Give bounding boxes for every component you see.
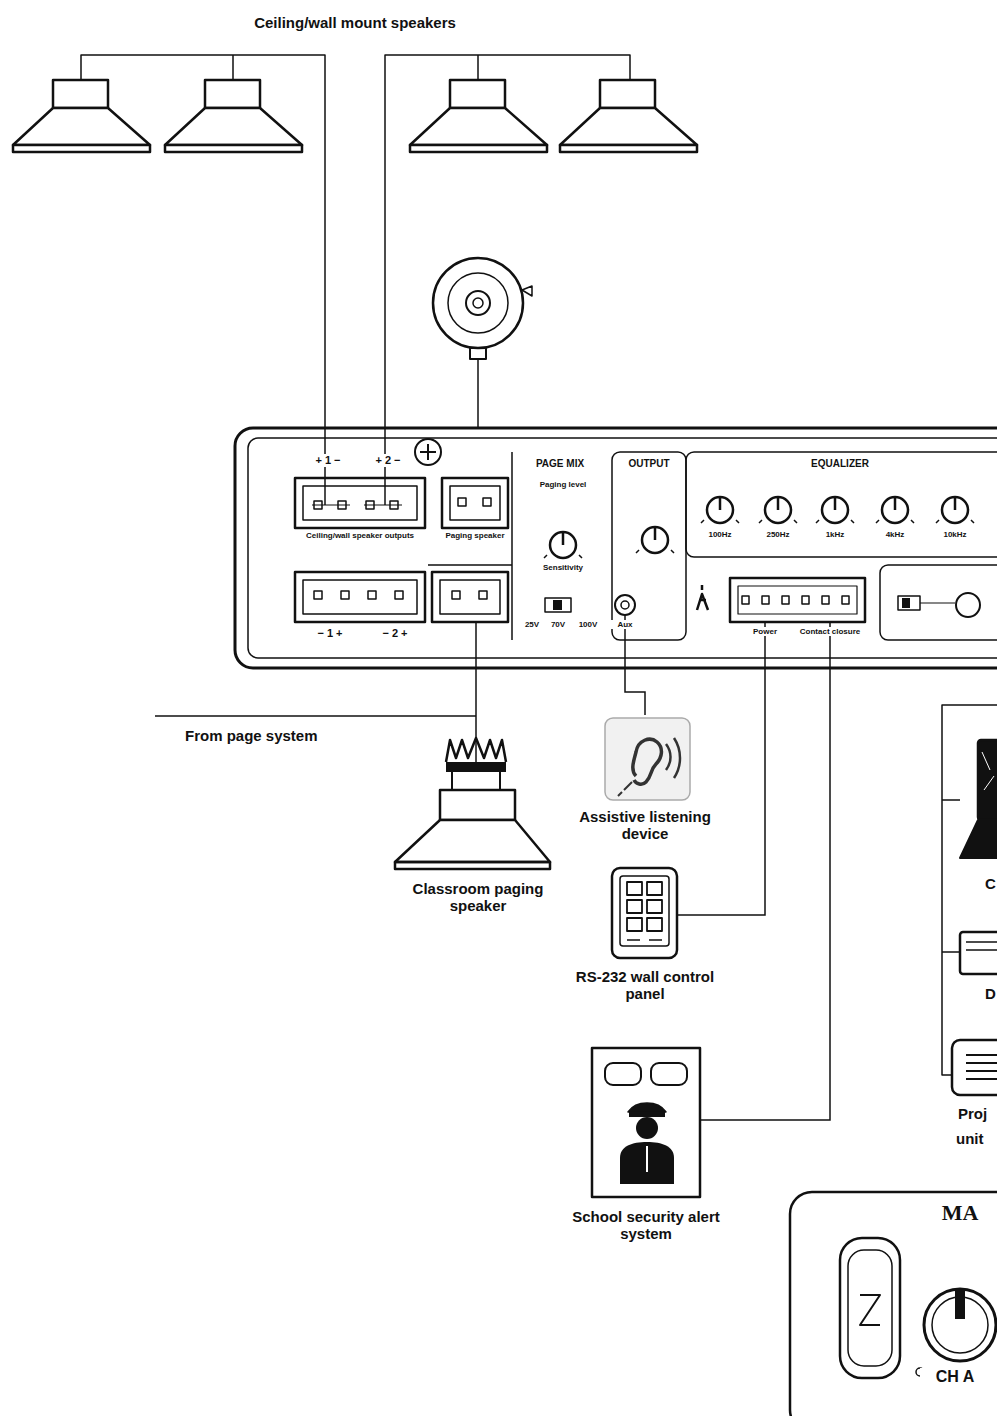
label: unit [956, 1130, 984, 1147]
node-text: + 2 − [366, 454, 410, 467]
front-panel-inset: MA CH A [790, 1192, 997, 1416]
wire-connector [324, 160, 326, 428]
node-text: 250Hz [753, 530, 803, 539]
wire-connector [475, 668, 477, 730]
paging-speaker-icon [395, 730, 550, 869]
node-text: − 2 + [373, 627, 417, 640]
assistive-device: Assistive listening device [570, 715, 720, 847]
security-alert: School security alert system [585, 1045, 709, 1250]
node-text: Aux [610, 620, 640, 629]
node-text: + 1 − [306, 454, 350, 467]
node-text: 100V [575, 620, 601, 629]
wire-connector [384, 160, 386, 428]
node-text: Assistive listening device [570, 808, 720, 843]
av-sources [942, 705, 997, 1095]
node-text: Contact closure [790, 627, 870, 636]
node-text: 1kHz [810, 530, 860, 539]
node-text: − 1 + [308, 627, 352, 640]
ceiling-speakers [13, 55, 697, 160]
node-text: Sensitivity [523, 563, 603, 572]
label: D [985, 985, 996, 1002]
page-system-line [155, 716, 476, 717]
node-text: MA [930, 1200, 990, 1225]
node-text: Power [743, 627, 787, 636]
assistive-icon [605, 718, 690, 800]
node-text: EQUALIZER [780, 458, 900, 470]
front-panel-inset [790, 1192, 997, 1416]
label: Proj [958, 1105, 987, 1122]
node-text: 70V [547, 620, 569, 629]
speaker-group: Ceiling/wall mount speakers [10, 10, 700, 160]
paging-speaker: Classroom paging speaker [380, 730, 576, 920]
node-text: CH A [920, 1368, 990, 1386]
rs232-panel-icon [612, 868, 722, 958]
node-text: RS-232 wall control panel [570, 968, 720, 1003]
wire-connector [722, 668, 765, 915]
node-text: 100Hz [695, 530, 745, 539]
label: C [985, 875, 996, 892]
node-text: Paging speaker [443, 531, 507, 540]
security-icon [592, 1048, 709, 1197]
label: From page system [185, 727, 318, 744]
node-text: Classroom paging speaker [393, 880, 563, 915]
wall-control-panel: RS-232 wall control panel [570, 865, 722, 1015]
node-text: Ceiling/wall speaker outputs [295, 531, 425, 540]
node-text: Paging level [523, 480, 603, 489]
amplifier-panel [235, 428, 997, 668]
node-text: 10kHz [930, 530, 980, 539]
node-text: PAGE MIX [515, 458, 605, 470]
node-text: 25V [521, 620, 543, 629]
node-text: 4kHz [870, 530, 920, 539]
amplifier-rear-panel: + 1 − + 2 − Ceiling/wall speaker outputs Pa… [235, 428, 997, 668]
wire-connector [625, 668, 645, 715]
node-text: School security alert system [571, 1208, 721, 1243]
node-text: Ceiling/wall mount speakers [155, 14, 555, 31]
wire-connector [709, 668, 830, 1120]
node-text: OUTPUT [616, 458, 682, 470]
